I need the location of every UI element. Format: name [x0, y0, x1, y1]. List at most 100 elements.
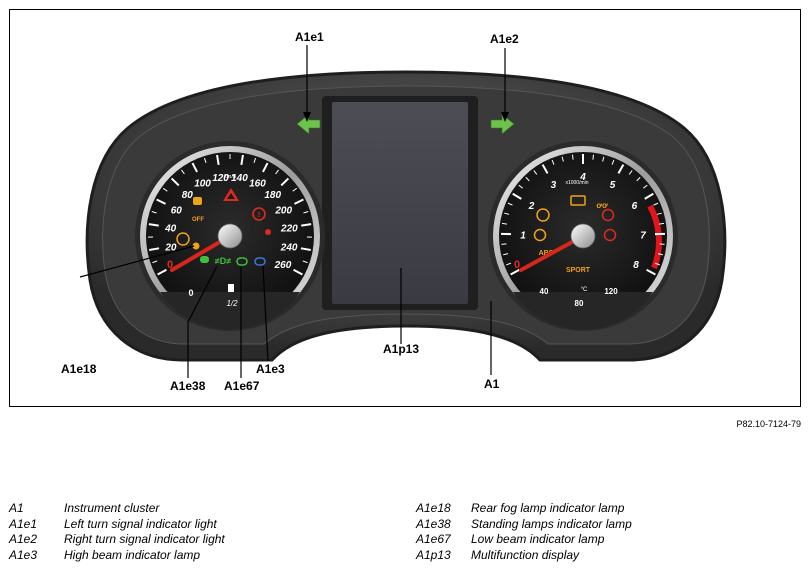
leader-A1e3 [262, 265, 269, 362]
tachometer-tick [656, 212, 662, 215]
tachometer-tick [504, 212, 510, 215]
speedometer-tick [301, 223, 312, 227]
coolant-temp-icon: °C [581, 287, 588, 293]
esp-off-icon: OFF [192, 217, 204, 223]
legend-code: A1e1 [9, 516, 38, 531]
legend-row: A1p13 Multifunction display [416, 548, 806, 564]
temp-40-label: 40 [540, 287, 549, 296]
speedometer-tick-label: 140 [231, 173, 248, 184]
front-fog-lamp-icon [200, 256, 209, 263]
coolant-temp-gauge: 40 80 120 °C [540, 287, 619, 308]
speedometer-tick-label: 160 [249, 179, 266, 190]
legend-code: A1e3 [9, 547, 38, 562]
tachometer-tick [507, 202, 513, 206]
tachometer-tick [611, 159, 615, 165]
brake-warning-icon [252, 207, 266, 221]
glow-plug-icon: ơơ [596, 201, 608, 210]
speedometer-tick [170, 177, 180, 187]
legend-desc: Left turn signal indicator light [64, 516, 217, 531]
tachometer-tick [551, 159, 555, 165]
legend-code: A1e67 [416, 532, 451, 546]
tachometer-tick-label: 5 [610, 180, 616, 191]
fuel-pump-icon [228, 284, 234, 292]
tachometer-tick-label: 1 [520, 230, 526, 241]
fuel-gauge: 0 1/2 [188, 284, 238, 308]
legend-desc: Standing lamps indicator lamp [471, 516, 632, 531]
speedometer-tick-label: 40 [164, 223, 177, 234]
abs-label: ABS [539, 250, 554, 257]
speedometer-tick [292, 187, 298, 192]
callout-A1e1: A1e1 [295, 30, 324, 44]
speedometer-tick [156, 198, 166, 205]
tachometer-tick-label: 4 [579, 172, 586, 183]
leader-A1e18 [79, 245, 195, 278]
airbag-warning-icon [265, 229, 271, 235]
tachometer-tick [501, 243, 507, 245]
legend-row: A1e1 Left turn signal indicator light [9, 517, 399, 533]
parking-brake-icon [536, 208, 550, 222]
tachometer-tick [561, 156, 564, 162]
tachometer-tick [533, 170, 538, 175]
speedometer-tick [293, 268, 303, 276]
legend-desc: Multifunction display [471, 547, 580, 562]
speedometer-tick-label: 260 [274, 260, 292, 271]
low-beam-icon [236, 257, 248, 266]
speedometer-tick [181, 169, 185, 175]
speedometer-tick [240, 154, 244, 166]
tachometer-tick [617, 164, 625, 174]
figure-reference-code: P82.10-7124-79 [736, 419, 801, 429]
abs-amber-icon [533, 228, 547, 242]
legend-row: A1e3 High beam indicator lamp [9, 548, 399, 564]
speedometer-tick [148, 223, 159, 227]
tachometer-tick [592, 154, 595, 160]
brake-red-icon [603, 228, 617, 242]
rpm-zero-label: 0 [514, 259, 520, 271]
legend-code: A1 [9, 501, 24, 515]
svg-text:!: ! [258, 212, 260, 219]
tachometer-tick [646, 268, 656, 276]
callout-A1: A1 [484, 377, 500, 391]
callout-A1p13: A1p13 [383, 342, 420, 356]
speedometer-tick [253, 157, 257, 163]
tachometer-tick [659, 222, 665, 225]
tachometer-tick [525, 176, 530, 182]
sport-mode-label: SPORT [566, 267, 591, 274]
tachometer-redline [647, 204, 662, 270]
speedometer-hub [217, 223, 243, 249]
speedometer-tick-label: 120 [212, 173, 229, 184]
tachometer-tick [501, 222, 507, 225]
legend-desc: High beam indicator lamp [64, 547, 201, 562]
tachometer-tick [654, 262, 660, 266]
legend-row: A1e67 Low beam indicator lamp [416, 532, 806, 548]
callout-A1e67: A1e67 [224, 379, 260, 393]
tachometer-tick-label: 6 [632, 201, 638, 212]
legend-desc: Rear fog lamp indicator lamp [471, 501, 625, 515]
tachometer-tick-label: 7 [640, 230, 646, 241]
tachometer-tick [541, 164, 549, 174]
legend-code: A1p13 [416, 547, 451, 562]
standing-lamps-icon: ≠D≠ [215, 256, 231, 266]
brake-system-red-icon [601, 208, 615, 222]
legend-desc: Right turn signal indicator light [64, 532, 225, 546]
speedometer-tick-label: 100 [194, 179, 211, 190]
speedometer-tick-label: 220 [280, 223, 298, 234]
legend-desc: Low beam indicator lamp [471, 532, 605, 546]
speed-zero-label: 0 [167, 259, 173, 271]
leader-A1e38-b [187, 265, 218, 323]
tachometer-tick [503, 253, 509, 256]
speedometer-tick [216, 154, 220, 166]
temp-120-label: 120 [604, 287, 618, 296]
tachometer-tick [510, 268, 520, 276]
speedometer-tick-label: 20 [164, 242, 177, 253]
rpm-unit: x1000/min [565, 180, 588, 186]
speedometer-tick-label: 80 [182, 190, 194, 201]
